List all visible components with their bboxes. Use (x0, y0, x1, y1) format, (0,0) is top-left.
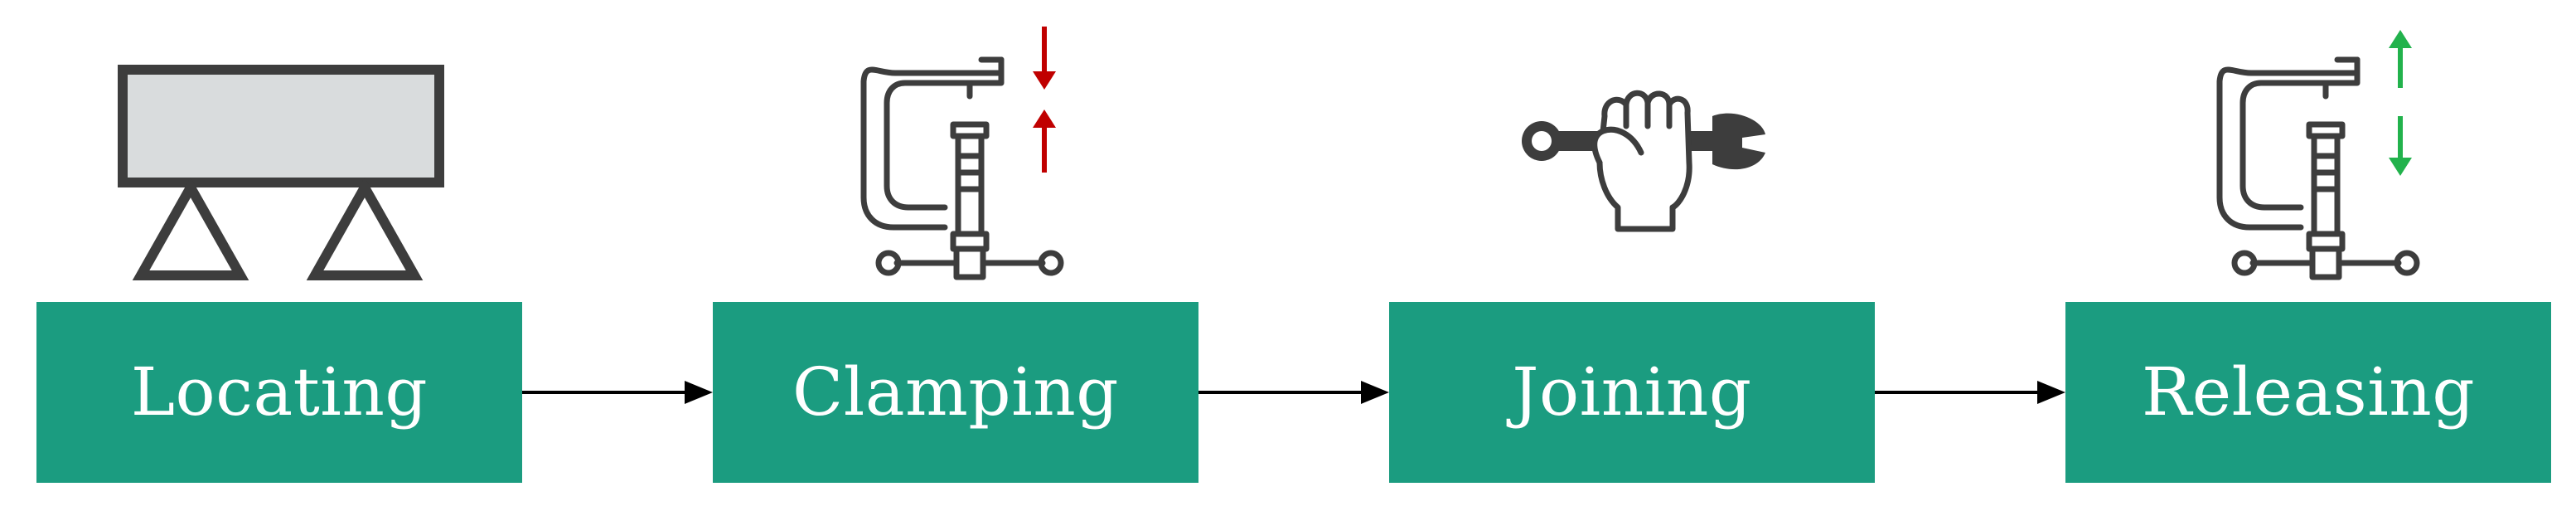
c-clamp-tighten-icon (860, 27, 1064, 280)
connector-arrow-joining-releasing (1875, 381, 2065, 404)
stage-clamping-box: Clamping (713, 302, 1198, 483)
stage-releasing-label: Releasing (2141, 353, 2476, 431)
stage-joining-box: Joining (1389, 302, 1875, 483)
connector-arrow-locating-clamping (522, 381, 713, 404)
hand-wrench-icon (1522, 90, 1765, 232)
stage-locating-box: Locating (36, 302, 522, 483)
connector-arrow-clamping-joining (1198, 381, 1389, 404)
stage-locating-label: Locating (130, 353, 429, 431)
c-clamp-release-icon (2216, 30, 2420, 280)
stage-releasing-box: Releasing (2065, 302, 2551, 483)
stage-clamping-label: Clamping (792, 353, 1119, 431)
fixture-locator-icon (118, 65, 444, 280)
stage-joining-label: Joining (1512, 353, 1752, 431)
